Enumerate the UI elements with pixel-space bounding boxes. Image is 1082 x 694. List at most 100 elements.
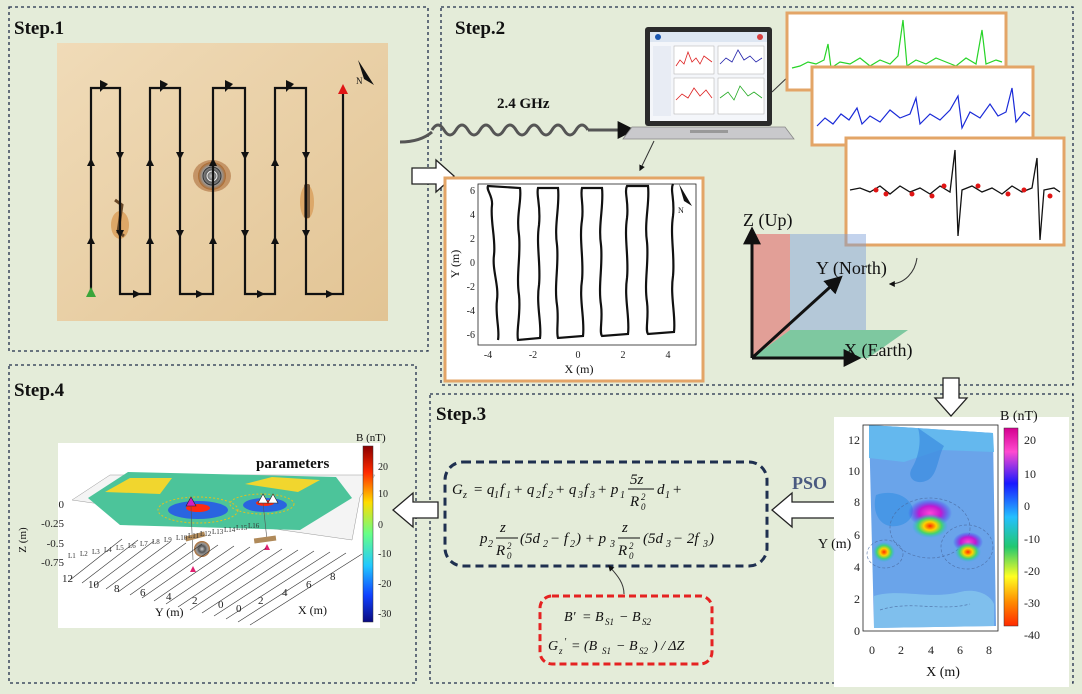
step4-title: Step.4 [14, 380, 65, 401]
svg-text:0: 0 [507, 551, 512, 561]
svg-text:= q: = q [473, 482, 495, 498]
svg-text:3: 3 [702, 539, 708, 550]
signal-lead [399, 130, 433, 144]
svg-text:): ) [708, 531, 714, 547]
svg-text:-10: -10 [378, 549, 391, 560]
svg-text:6: 6 [470, 186, 475, 197]
signal-panel-blue [810, 65, 1035, 147]
gradient-equation-box [538, 594, 714, 666]
svg-text:1: 1 [620, 490, 625, 501]
svg-text:': ' [564, 637, 567, 648]
view3d-xlabel: X (m) [298, 603, 327, 617]
svg-text:2: 2 [570, 539, 575, 550]
svg-text:0: 0 [378, 520, 383, 531]
svg-text:4: 4 [666, 350, 671, 361]
svg-text:4: 4 [470, 210, 475, 221]
svg-text:0: 0 [854, 624, 860, 638]
svg-text:0: 0 [470, 258, 475, 269]
svg-text:L6: L6 [128, 542, 136, 550]
svg-text:-20: -20 [378, 579, 391, 590]
start-marker [86, 287, 96, 297]
svg-text:0: 0 [641, 502, 646, 512]
svg-text:L13: L13 [212, 528, 224, 536]
svg-text:0: 0 [576, 350, 581, 361]
north-arrow-track: N [678, 184, 692, 215]
svg-text:2: 2 [621, 350, 626, 361]
svg-text:+ q: + q [555, 482, 577, 498]
contour-ylabel: Y (m) [818, 537, 852, 552]
svg-text:2: 2 [898, 643, 904, 657]
svg-text:0: 0 [629, 551, 634, 561]
svg-text:-2: -2 [467, 282, 475, 293]
svg-text:6: 6 [140, 587, 146, 599]
svg-text:N: N [356, 76, 363, 86]
svg-text:z: z [499, 520, 506, 536]
contour-y-ticks: 12 10 8 6 4 2 0 [848, 433, 860, 638]
svg-text:2: 2 [507, 541, 512, 551]
svg-text:5z: 5z [630, 472, 644, 488]
svg-text:2: 2 [854, 592, 860, 606]
svg-text:L11: L11 [188, 532, 200, 540]
svg-text:L7: L7 [140, 540, 148, 548]
svg-text:f: f [500, 482, 506, 498]
svg-text:= (B: = (B [571, 639, 598, 654]
svg-text:8: 8 [986, 643, 992, 657]
svg-text:= B: = B [582, 610, 604, 625]
pso-label: PSO [792, 473, 827, 493]
svg-text:6: 6 [854, 528, 860, 542]
parameters-label: parameters [256, 456, 329, 472]
svg-text:3: 3 [665, 539, 671, 550]
contour-colorbar [1003, 427, 1019, 627]
svg-text:S2: S2 [642, 617, 652, 627]
serpentine-survey-path [89, 86, 345, 296]
inversion-3d-view: L1 L2 L3 L4 L5 L6 L7 L8 L9 L10 L11 L12 L… [17, 432, 391, 628]
svg-text:S1: S1 [605, 617, 614, 627]
svg-text:4: 4 [928, 643, 934, 657]
svg-text:L8: L8 [152, 538, 160, 546]
frequency-label: 2.4 GHz [497, 96, 550, 112]
track-plot: N -4 -2 0 2 4 6 4 2 0 -2 -4 -6 X (m) Y (… [443, 176, 705, 383]
north-arrow-step1: N [356, 60, 374, 86]
svg-text:12: 12 [62, 573, 73, 585]
gradient-to-model-arrow [608, 565, 625, 595]
contour-colorbar-title: B (nT) [1000, 409, 1038, 424]
view3d-colorbar [362, 445, 374, 623]
svg-text:-20: -20 [1024, 564, 1040, 578]
view3d-z-ticks: 0 -0.25 -0.5 -0.75 [41, 499, 64, 569]
view3d-cbar-ticks: 20 10 0 -10 -20 -30 [378, 462, 391, 620]
contour-xlabel: X (m) [926, 665, 960, 680]
track-xlabel: X (m) [565, 362, 594, 376]
svg-text:0: 0 [218, 599, 224, 611]
svg-text:4: 4 [282, 587, 288, 599]
laptop-icon [622, 27, 795, 140]
svg-text:1: 1 [506, 490, 511, 501]
svg-text:z: z [621, 520, 628, 536]
track-ylabel: Y (m) [448, 250, 462, 279]
survey-lines-3d [69, 538, 363, 626]
step2-title: Step.2 [455, 18, 505, 39]
y-axis-label: Y (North) [816, 258, 887, 279]
svg-text:10: 10 [88, 579, 100, 591]
step3-title: Step.3 [436, 404, 486, 425]
svg-text:− 2f: − 2f [673, 531, 700, 547]
signal-panel-black [844, 136, 1066, 247]
svg-text:B': B' [564, 610, 577, 625]
svg-text:L5: L5 [116, 544, 124, 552]
svg-text:2: 2 [548, 490, 553, 501]
survey-field-photo [57, 43, 388, 321]
svg-text:f: f [584, 482, 590, 498]
svg-text:R: R [617, 543, 627, 559]
survey-line-labels: L1 L2 L3 L4 L5 L6 L7 L8 L9 L10 L11 L12 L… [68, 522, 260, 560]
view3d-y-ticks: 12 10 8 6 4 2 0 [62, 573, 224, 611]
svg-text:4: 4 [166, 591, 172, 603]
svg-text:+ q: + q [513, 482, 535, 498]
svg-text:6: 6 [957, 643, 963, 657]
svg-text:-10: -10 [1024, 532, 1040, 546]
step4-frame [8, 364, 417, 684]
laptop-to-track-arrow [639, 140, 655, 172]
svg-text:0: 0 [236, 603, 242, 615]
svg-text:2: 2 [536, 490, 541, 501]
svg-text:-0.5: -0.5 [47, 538, 65, 550]
